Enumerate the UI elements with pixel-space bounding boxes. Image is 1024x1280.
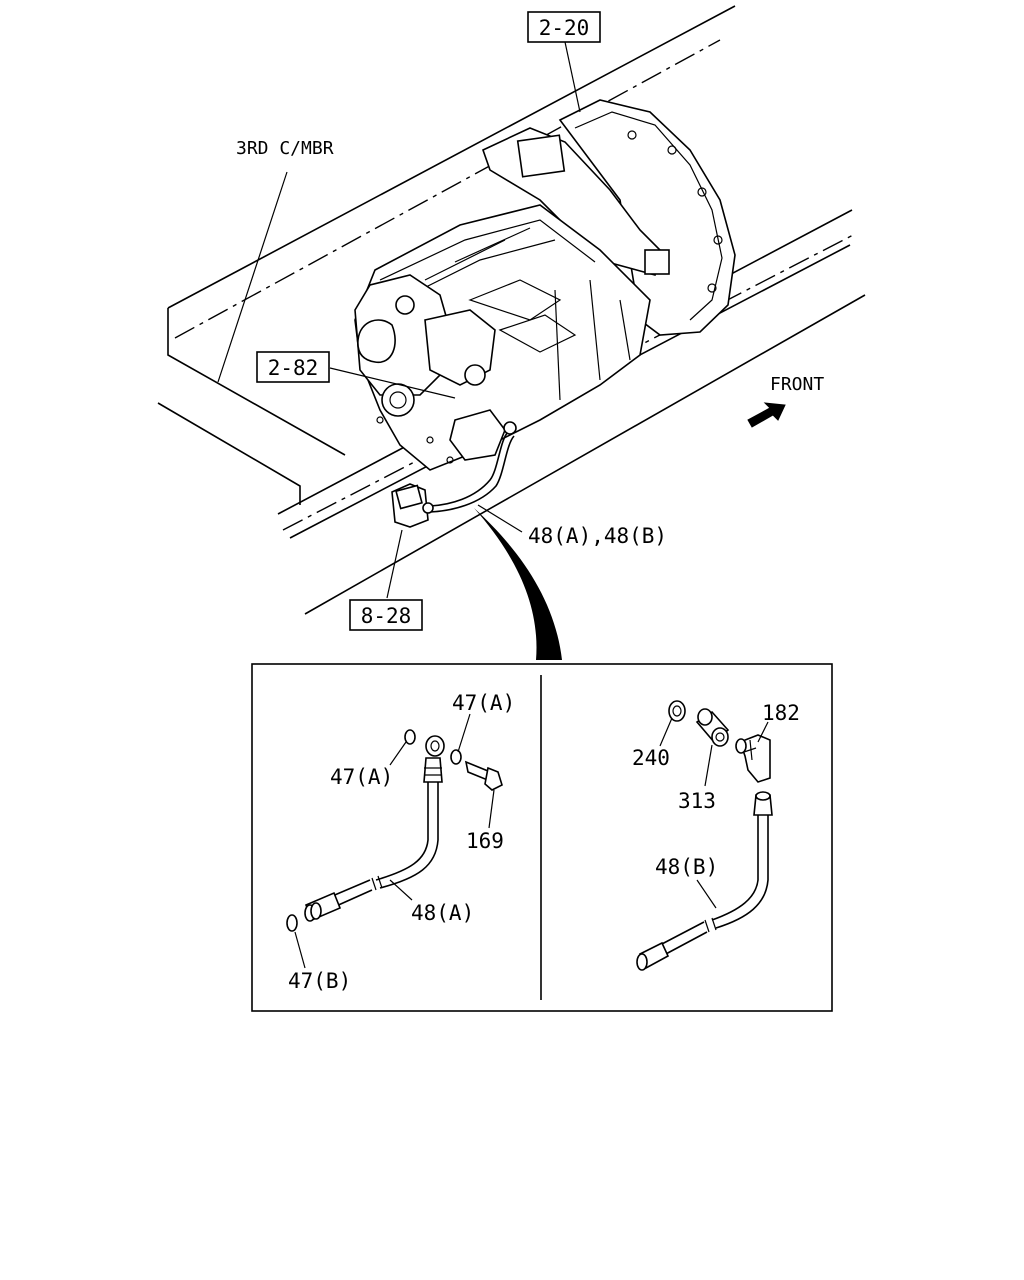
label-48b: 48(B): [655, 855, 718, 879]
front-arrow-icon: [747, 402, 786, 428]
detail-callout-wedge: [474, 508, 562, 660]
label-240: 240: [632, 746, 670, 770]
hose-main: [391, 421, 517, 528]
label-47a-left: 47(A): [330, 765, 393, 789]
leader-lines: [217, 41, 581, 599]
label-47b: 47(B): [288, 969, 351, 993]
ref-8-28-label: 8-28: [361, 604, 412, 628]
detail-box: [251, 663, 833, 1012]
member-label: 3RD C/MBR: [236, 138, 334, 159]
ref-2-20-label: 2-20: [539, 16, 590, 40]
detail-left-hose-a: [286, 713, 503, 969]
label-48a: 48(A): [411, 901, 474, 925]
label-313: 313: [678, 789, 716, 813]
front-label: FRONT: [770, 374, 824, 395]
detail-right-hose-b: [636, 700, 773, 971]
ref-box-8-28: [349, 599, 423, 631]
ref-box-2-82: [256, 351, 330, 383]
label-47a-top: 47(A): [452, 691, 515, 715]
ref-2-82-label: 2-82: [268, 356, 319, 380]
transmission-illustration: [354, 99, 736, 471]
label-182: 182: [762, 701, 800, 725]
label-169: 169: [466, 829, 504, 853]
ref-box-2-20: [527, 11, 601, 43]
hose-ab-label: 48(A),48(B): [528, 524, 667, 548]
